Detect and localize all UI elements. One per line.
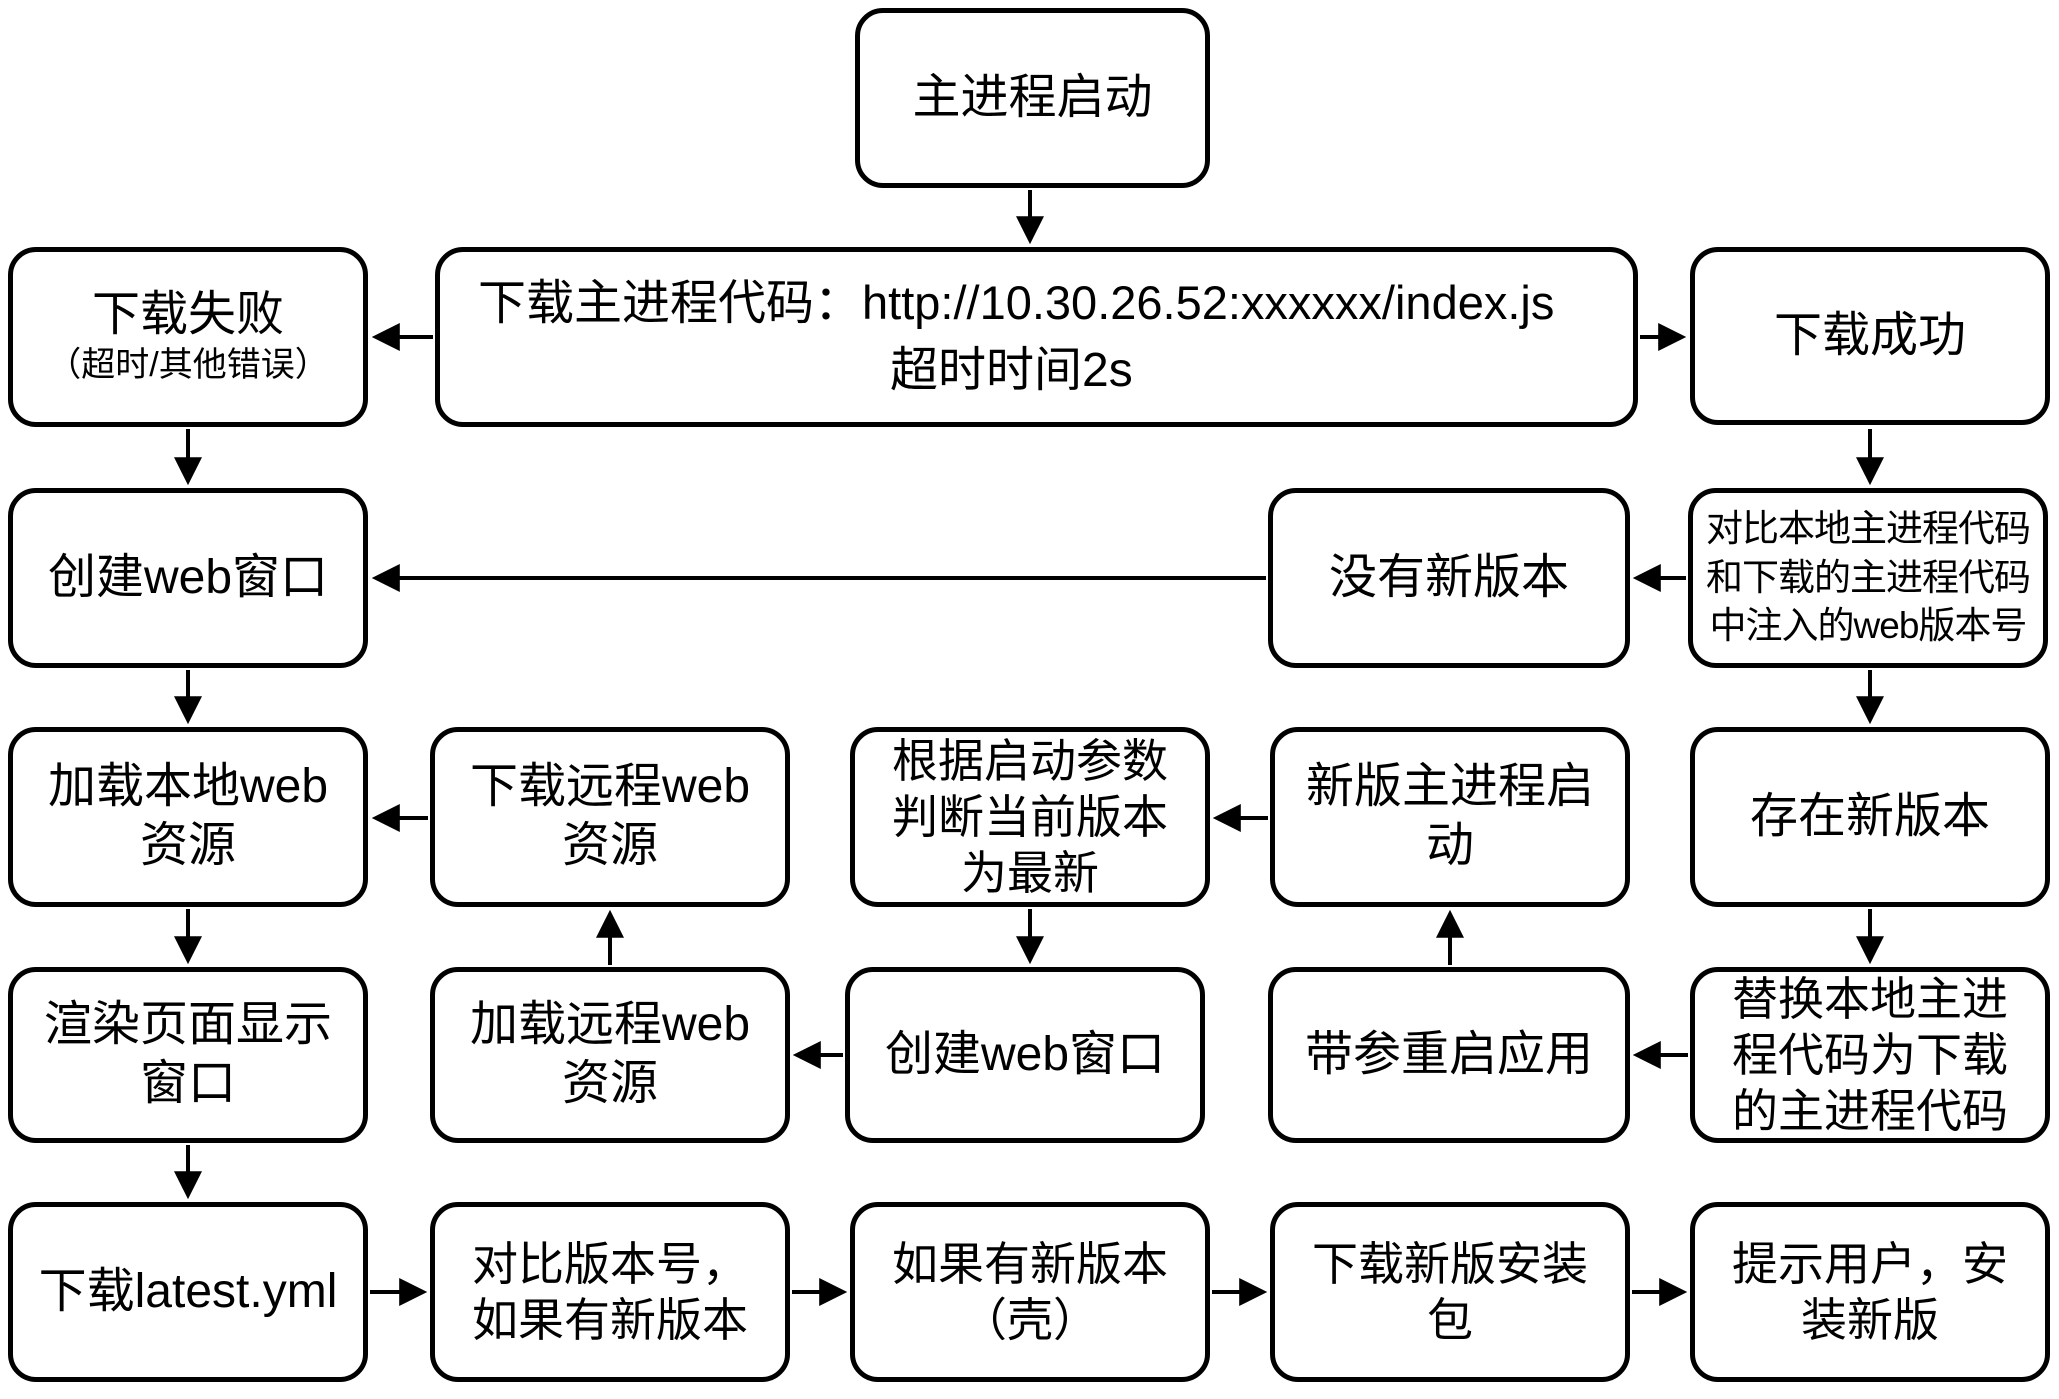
- node-create-web-window-2: 创建web窗口: [845, 967, 1205, 1143]
- node-compare-version-number: 对比版本号， 如果有新版本: [430, 1202, 790, 1382]
- node-render-window: 渲染页面显示 窗口: [8, 967, 368, 1143]
- node-new-main-process-start-label: 新版主进程启 动: [1305, 760, 1594, 872]
- node-download-success-label: 下载成功: [1773, 308, 1966, 362]
- node-load-remote-web: 加载远程web 资源: [430, 967, 790, 1143]
- node-judge-latest-version: 根据启动参数 判断当前版本 为最新: [850, 727, 1210, 907]
- node-download-remote-web-label: 下载远程web 资源: [469, 760, 751, 872]
- node-download-new-installer: 下载新版安装 包: [1270, 1202, 1630, 1382]
- node-compare-version-number-label: 对比版本号， 如果有新版本: [472, 1237, 748, 1346]
- node-new-version-exists: 存在新版本: [1690, 727, 2050, 907]
- node-no-new-version-label: 没有新版本: [1328, 550, 1569, 604]
- node-if-new-version-shell-label: 如果有新版本 （壳）: [892, 1237, 1168, 1346]
- node-judge-latest-version-label: 根据启动参数 判断当前版本 为最新: [892, 734, 1168, 900]
- node-download-main-code: 下载主进程代码：http://10.30.26.52:xxxxxx/index.…: [435, 247, 1638, 427]
- node-download-latest-yml: 下载latest.yml: [8, 1202, 368, 1382]
- node-download-fail: 下载失败 （超时/其他错误）: [8, 247, 368, 427]
- node-if-new-version-shell: 如果有新版本 （壳）: [850, 1202, 1210, 1382]
- download-main-code-url: http://10.30.26.52:xxxxxx/index.js: [862, 275, 1555, 329]
- node-no-new-version: 没有新版本: [1268, 488, 1630, 668]
- node-load-local-web-label: 加载本地web 资源: [47, 760, 329, 872]
- node-download-main-code-line1: 下载主进程代码：http://10.30.26.52:xxxxxx/index.…: [478, 274, 1554, 334]
- node-new-version-exists-label: 存在新版本: [1749, 789, 1990, 843]
- node-download-success: 下载成功: [1690, 247, 2050, 425]
- node-new-main-process-start: 新版主进程启 动: [1270, 727, 1630, 907]
- node-create-web-window-1-label: 创建web窗口: [47, 550, 329, 604]
- node-render-window-label: 渲染页面显示 窗口: [43, 998, 332, 1110]
- node-create-web-window-1: 创建web窗口: [8, 488, 368, 668]
- node-download-fail-title: 下载失败: [91, 288, 284, 342]
- node-compare-web-version-label: 对比本地主进程代码 和下载的主进程代码 中注入的web版本号: [1706, 507, 2031, 647]
- node-prompt-user-install-label: 提示用户，安 装新版: [1732, 1237, 2008, 1346]
- node-create-web-window-2-label: 创建web窗口: [884, 1027, 1166, 1081]
- node-compare-web-version: 对比本地主进程代码 和下载的主进程代码 中注入的web版本号: [1688, 488, 2048, 668]
- node-download-fail-subtitle: （超时/其他错误）: [47, 345, 329, 384]
- node-replace-main-code-label: 替换本地主进 程代码为下载 的主进程代码: [1732, 972, 2008, 1138]
- node-prompt-user-install: 提示用户，安 装新版: [1690, 1202, 2050, 1382]
- download-main-code-timeout: 超时时间2s: [890, 343, 1133, 397]
- node-restart-with-params: 带参重启应用: [1268, 967, 1630, 1143]
- node-main-process-start-label: 主进程启动: [912, 70, 1153, 124]
- node-load-remote-web-label: 加载远程web 资源: [469, 998, 751, 1110]
- node-main-process-start: 主进程启动: [855, 8, 1210, 188]
- node-load-local-web: 加载本地web 资源: [8, 727, 368, 907]
- node-replace-main-code: 替换本地主进 程代码为下载 的主进程代码: [1690, 967, 2050, 1143]
- node-download-remote-web: 下载远程web 资源: [430, 727, 790, 907]
- node-restart-with-params-label: 带参重启应用: [1304, 1027, 1593, 1081]
- node-download-new-installer-label: 下载新版安装 包: [1312, 1237, 1588, 1346]
- node-download-latest-yml-label: 下载latest.yml: [38, 1264, 338, 1318]
- download-main-code-label: 下载主进程代码：: [478, 276, 863, 330]
